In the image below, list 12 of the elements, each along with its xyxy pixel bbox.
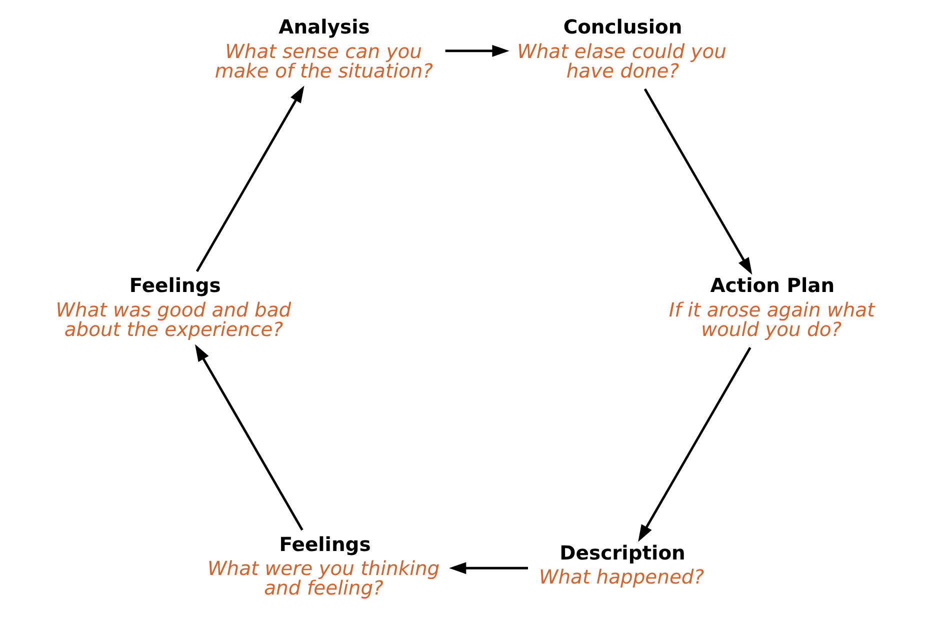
node-text: Description What happened? [538, 541, 704, 589]
arrow [444, 44, 509, 57]
arrow [643, 88, 752, 275]
arrow [194, 344, 303, 531]
node-text: Conclusion What elase could you have done? [516, 16, 726, 82]
node-text: Feelings What were you thinking and feeling? [207, 532, 440, 600]
arrow [638, 347, 751, 542]
node-text: Feelings What was good and bad about the experience? [55, 274, 291, 342]
arrow [195, 86, 304, 272]
node-text: Analysis What sense can you make of the situation? [214, 16, 433, 82]
arrow [448, 562, 528, 574]
node-text: Action Plan If it arose again what would you do? [668, 274, 874, 342]
